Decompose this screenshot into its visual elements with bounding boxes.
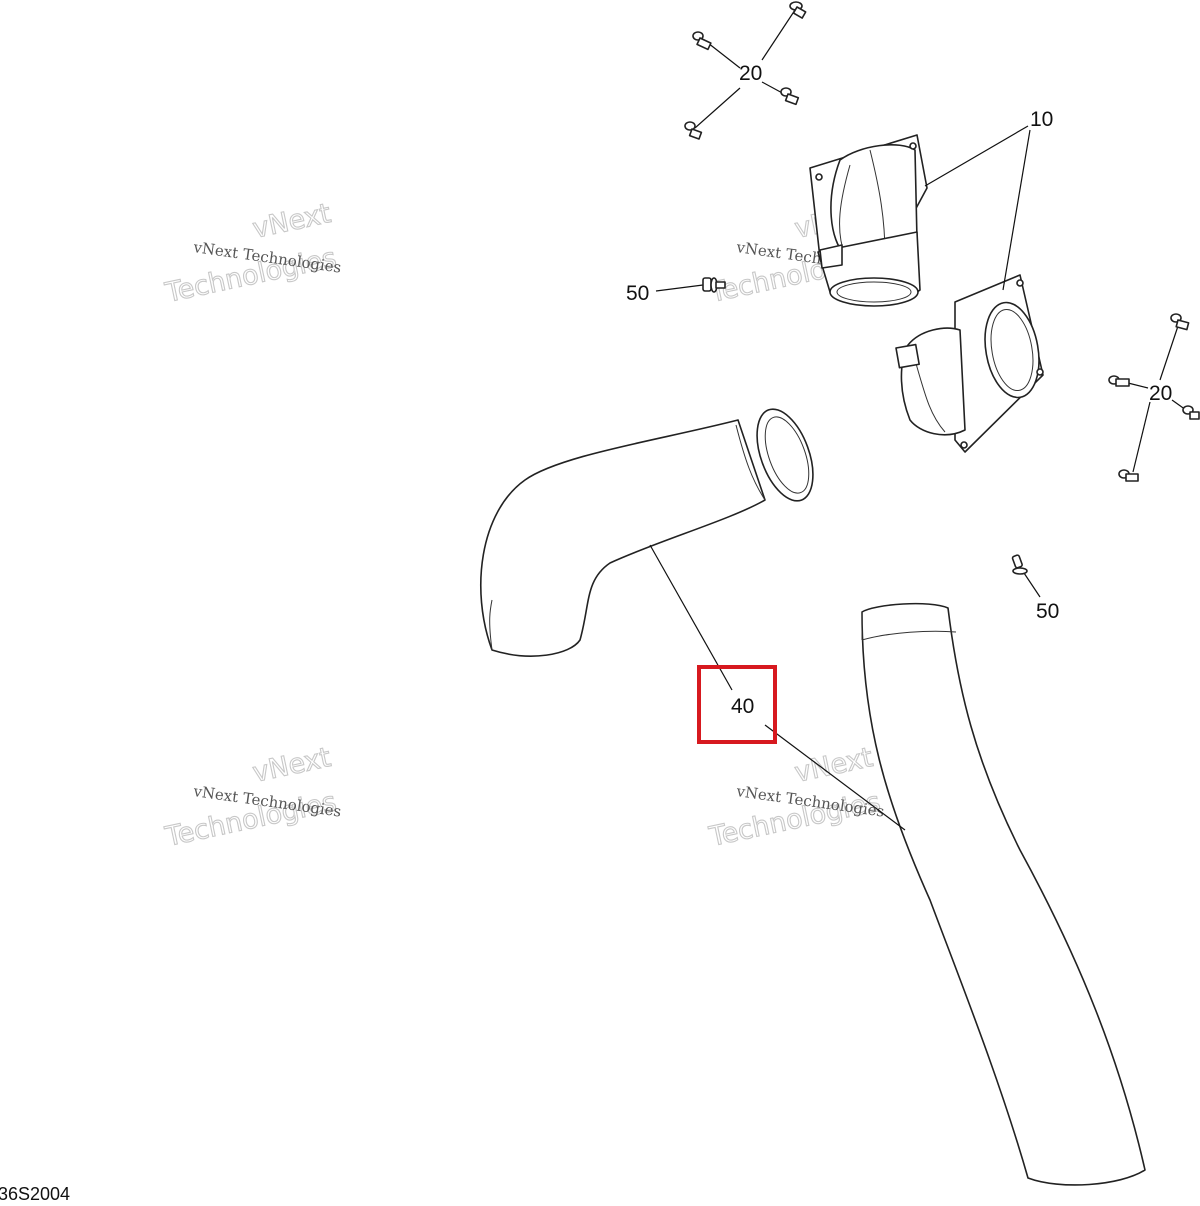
screw-upper: 50	[626, 277, 726, 305]
callout-20-top: 20	[739, 62, 762, 85]
watermark-vnext: vNext	[250, 198, 334, 245]
leader-10-lower	[1002, 129, 1031, 291]
bolt-icon	[1182, 405, 1200, 420]
hose-lower	[861, 602, 1146, 1186]
bolt-icon	[780, 87, 800, 106]
bolt-icon	[1170, 313, 1190, 331]
callout-20-right: 20	[1149, 382, 1172, 405]
elbow-adapter-upper	[809, 134, 928, 307]
hose-upper	[479, 408, 814, 657]
callout-50-upper: 50	[626, 282, 649, 305]
leader-10-upper	[924, 125, 1029, 187]
bolt-icon	[684, 121, 703, 140]
bolt-group-right: 20	[1108, 313, 1200, 482]
screw-icon	[1011, 554, 1028, 575]
callout-40: 40	[731, 695, 754, 718]
bolt-icon	[1108, 375, 1130, 387]
screw-icon	[702, 277, 726, 293]
watermark-top-left: vNext Technologies vNext Technologies	[161, 198, 342, 310]
watermark-bottom-left: vNext Technologies vNext Technologies	[161, 742, 342, 854]
watermark-vnext: vNext	[792, 742, 876, 789]
elbow-adapter-lower	[895, 274, 1044, 453]
drawing-code: 36S2004	[0, 1184, 70, 1204]
leader-40-lower	[764, 724, 906, 831]
watermark-bottom-right: vNext Technologies vNext Technologies	[705, 742, 885, 854]
highlight-box-40	[697, 665, 777, 744]
bolt-icon	[789, 1, 807, 19]
bolt-group-top: 20	[684, 1, 807, 140]
watermark-vnext: vNext	[250, 742, 334, 789]
callout-50-lower: 50	[1036, 600, 1059, 623]
callout-10: 10	[1030, 108, 1053, 131]
screw-lower: 50	[1011, 554, 1059, 623]
bolt-icon	[692, 31, 712, 51]
bolt-icon	[1118, 469, 1139, 482]
